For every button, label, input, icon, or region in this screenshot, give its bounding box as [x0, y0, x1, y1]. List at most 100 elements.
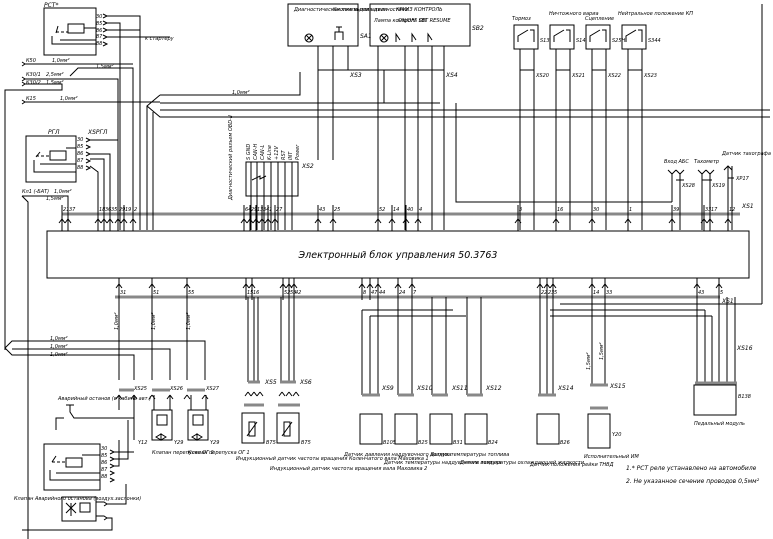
- trunk-drop: [146, 106, 154, 230]
- pin-label: 33: [705, 207, 711, 213]
- pin-label: 30: [593, 207, 599, 213]
- pin-label: 64: [245, 207, 251, 213]
- svg-text:1,5мм²: 1,5мм²: [46, 196, 64, 202]
- pin-label: 44: [379, 290, 385, 296]
- svg-text:85: 85: [77, 144, 83, 150]
- pin-label: 15: [247, 290, 253, 296]
- svg-text:B105: B105: [383, 440, 396, 446]
- svg-text:1,0мм²: 1,0мм²: [60, 96, 78, 102]
- svg-text:РГЛ: РГЛ: [48, 129, 60, 136]
- pin-marker: [624, 218, 632, 224]
- valve-og2: Y12 Y29 Клапан перепуска ОГ 2: [138, 409, 214, 456]
- svg-text:1,5мм²: 1,5мм²: [586, 353, 592, 371]
- svg-text:S25Н: S25Н: [612, 38, 626, 44]
- svg-text:XS21: XS21: [571, 73, 585, 79]
- pin-marker: [388, 218, 396, 224]
- svg-text:1,0мм²: 1,0мм²: [54, 189, 72, 195]
- svg-text:Диагностическая лампа двигател: Диагностическая лампа двигателя: [293, 7, 387, 13]
- svg-text:CAN-H: CAN-H: [253, 144, 259, 160]
- pin-label: 39: [673, 207, 679, 213]
- pin-label: 7: [413, 290, 417, 296]
- actuator-y20: 1,5мм² 1,5мм² XS15 Y20 Исполнительный ИМ: [584, 297, 639, 460]
- svg-text:Датчик положения рейки ТНВД: Датчик положения рейки ТНВД: [529, 462, 614, 468]
- svg-text:S GND: S GND: [246, 144, 252, 160]
- svg-text:XS16: XS16: [736, 345, 753, 352]
- svg-text:XS3: XS3: [349, 72, 362, 79]
- xs1-top-label: XS1: [741, 203, 754, 210]
- pin-marker: [120, 218, 128, 224]
- svg-text:XS10: XS10: [416, 385, 433, 392]
- pin-label: 29: [119, 207, 125, 213]
- svg-text:Ничтожного вариа: Ничтожного вариа: [549, 11, 599, 17]
- svg-text:85: 85: [101, 453, 107, 459]
- svg-text:XS27: XS27: [205, 386, 220, 392]
- svg-text:Вход АБС: Вход АБС: [664, 159, 689, 165]
- svg-text:Нейтральное положение КП: Нейтральное положение КП: [618, 11, 693, 17]
- pin-marker: [588, 283, 596, 289]
- pin-marker: [183, 283, 191, 289]
- svg-text:Диагностический разъем OBD-II: Диагностический разъем OBD-II: [228, 115, 234, 201]
- pin-label: 21: [63, 207, 69, 213]
- svg-text:XS9: XS9: [381, 385, 394, 392]
- pin-label: 25: [334, 207, 340, 213]
- svg-text:Кл1 (-БАТ): Кл1 (-БАТ): [22, 189, 49, 195]
- svg-text:К15: К15: [26, 96, 36, 102]
- pin-label: 43: [698, 290, 704, 296]
- pedal-module: XS16 B138 Педальный модуль: [550, 297, 753, 427]
- pin-marker: [374, 218, 382, 224]
- svg-text:XS12: XS12: [485, 385, 502, 392]
- svg-text:КРУИЗ КОНТРОЛЬ: КРУИЗ КОНТРОЛЬ: [396, 7, 443, 13]
- switch-s14: Ничтожного вариа S14 XS21: [549, 11, 599, 230]
- svg-text:B24: B24: [488, 440, 498, 446]
- svg-text:Клапан Аварийного останова (во: Клапан Аварийного останова (воздух.засло…: [14, 496, 141, 502]
- pin-label: 13: [257, 207, 263, 213]
- pin-label: 3: [519, 207, 522, 213]
- pin-label: 51: [153, 290, 159, 296]
- svg-text:S14: S14: [576, 38, 586, 44]
- pin-marker: [700, 218, 708, 224]
- pin-label: 33: [606, 290, 612, 296]
- svg-text:B26: B26: [560, 440, 570, 446]
- svg-text:XS4: XS4: [445, 72, 458, 79]
- pin-marker: [536, 283, 544, 289]
- pin-marker: [408, 283, 416, 289]
- pin-label: 14: [393, 207, 399, 213]
- push-button-icon: [334, 26, 344, 40]
- svg-text:XS14: XS14: [557, 385, 574, 392]
- cruise-button-icons: [395, 32, 433, 42]
- svg-text:1,0мм²: 1,0мм²: [50, 336, 68, 342]
- svg-text:S344: S344: [648, 38, 661, 44]
- svg-text:К30/2: К30/2: [26, 80, 41, 86]
- svg-text:К50: К50: [26, 58, 36, 64]
- pin-marker: [279, 283, 287, 289]
- pin-marker: [148, 283, 156, 289]
- svg-text:Датчик температуры топлива: Датчик температуры топлива: [429, 452, 509, 458]
- pin-marker: [358, 283, 366, 289]
- svg-text:Power: Power: [295, 144, 301, 160]
- pin-label: 17: [711, 207, 718, 213]
- ecu-title: Электронный блок управления 50.3763: [298, 250, 498, 261]
- pin-marker: [724, 218, 732, 224]
- pin-label: 1: [629, 207, 632, 213]
- svg-text:88: 88: [77, 165, 83, 171]
- svg-text:1,0мм²: 1,0мм²: [186, 313, 192, 331]
- svg-text:Y29: Y29: [210, 440, 219, 446]
- svg-text:Аварийный останов (в кабине ав: Аварийный останов (в кабине авт.): [57, 396, 151, 402]
- pin-marker: [58, 218, 66, 224]
- note-1: 1.* РСТ реле устанавлено на автомобиле: [626, 465, 757, 472]
- svg-text:XS28: XS28: [681, 183, 695, 189]
- svg-text:B138: B138: [738, 394, 751, 400]
- diag-connector-xs2: Диагностический разъем OBD-II S GND CAN-…: [228, 115, 314, 230]
- svg-text:1,0мм²: 1,0мм²: [50, 344, 68, 350]
- svg-text:XS11: XS11: [451, 385, 468, 392]
- svg-text:Датчик давления наддувочного в: Датчик давления наддувочного воздуха: [343, 452, 451, 458]
- pin-marker: [549, 283, 557, 289]
- cruise-lamp-icon: [379, 33, 389, 43]
- pin-marker: [314, 218, 322, 224]
- temp-press-sensors: XS9 XS10 XS11 XS12 B105 B25 B31 B24 Датч…: [343, 297, 585, 466]
- pin-marker: [394, 283, 402, 289]
- induct-sensors: XS5 XS6 B75 B75 Индукционный датчик част…: [236, 297, 429, 472]
- pin-label: 1: [269, 207, 272, 213]
